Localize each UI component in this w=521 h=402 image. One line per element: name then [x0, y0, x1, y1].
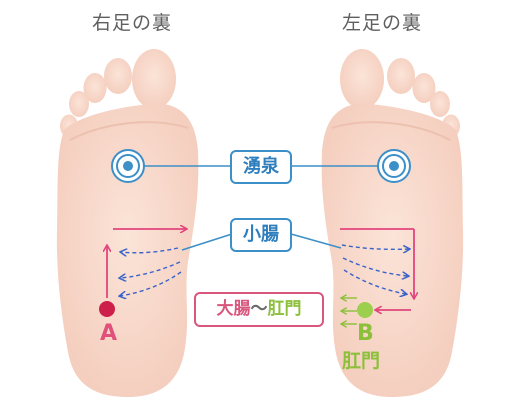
blue-arrow-3	[120, 271, 182, 296]
yusen-target-right	[111, 149, 145, 183]
left-foot-toe-3	[412, 73, 436, 103]
blue-arrow-2	[120, 261, 181, 278]
blue-arrow-1	[121, 247, 179, 253]
left-foot	[321, 49, 464, 397]
legend-large-intestine: 大腸	[216, 299, 251, 319]
left-foot-title: 左足の裏	[342, 12, 423, 34]
point-a-dot	[99, 301, 115, 317]
point-b-dot	[357, 302, 373, 318]
right-foot-toe-3	[83, 73, 107, 103]
left-foot-toe-4	[430, 91, 450, 117]
right-foot-toe-2	[104, 58, 132, 94]
right-foot-toe-big	[132, 49, 176, 109]
right-foot	[56, 49, 199, 397]
right-foot-arrows	[99, 229, 186, 317]
point-b-name: 肛門	[342, 350, 381, 372]
right-foot-title: 右足の裏	[92, 12, 173, 34]
left-foot-toe-2	[387, 58, 415, 94]
point-b-label: B	[357, 321, 374, 346]
left-foot-arrows	[340, 228, 414, 324]
yusen-label: 湧泉	[230, 150, 292, 184]
point-a-label: A	[100, 321, 118, 346]
right-foot-sole	[56, 103, 199, 397]
small-intestine-connector-left	[181, 233, 233, 251]
legend-tilde: 〜	[250, 299, 268, 319]
left-foot-sole	[321, 103, 464, 397]
legend-anus: 肛門	[267, 299, 302, 319]
right-foot-toe-4	[69, 91, 89, 117]
yusen-target-left	[377, 149, 411, 183]
legend-large-intestine-to-anus: 大腸〜肛門	[194, 292, 324, 327]
left-foot-toe-big	[340, 49, 384, 109]
small-intestine-connector-right	[290, 233, 342, 249]
small-intestine-label: 小腸	[230, 218, 292, 252]
